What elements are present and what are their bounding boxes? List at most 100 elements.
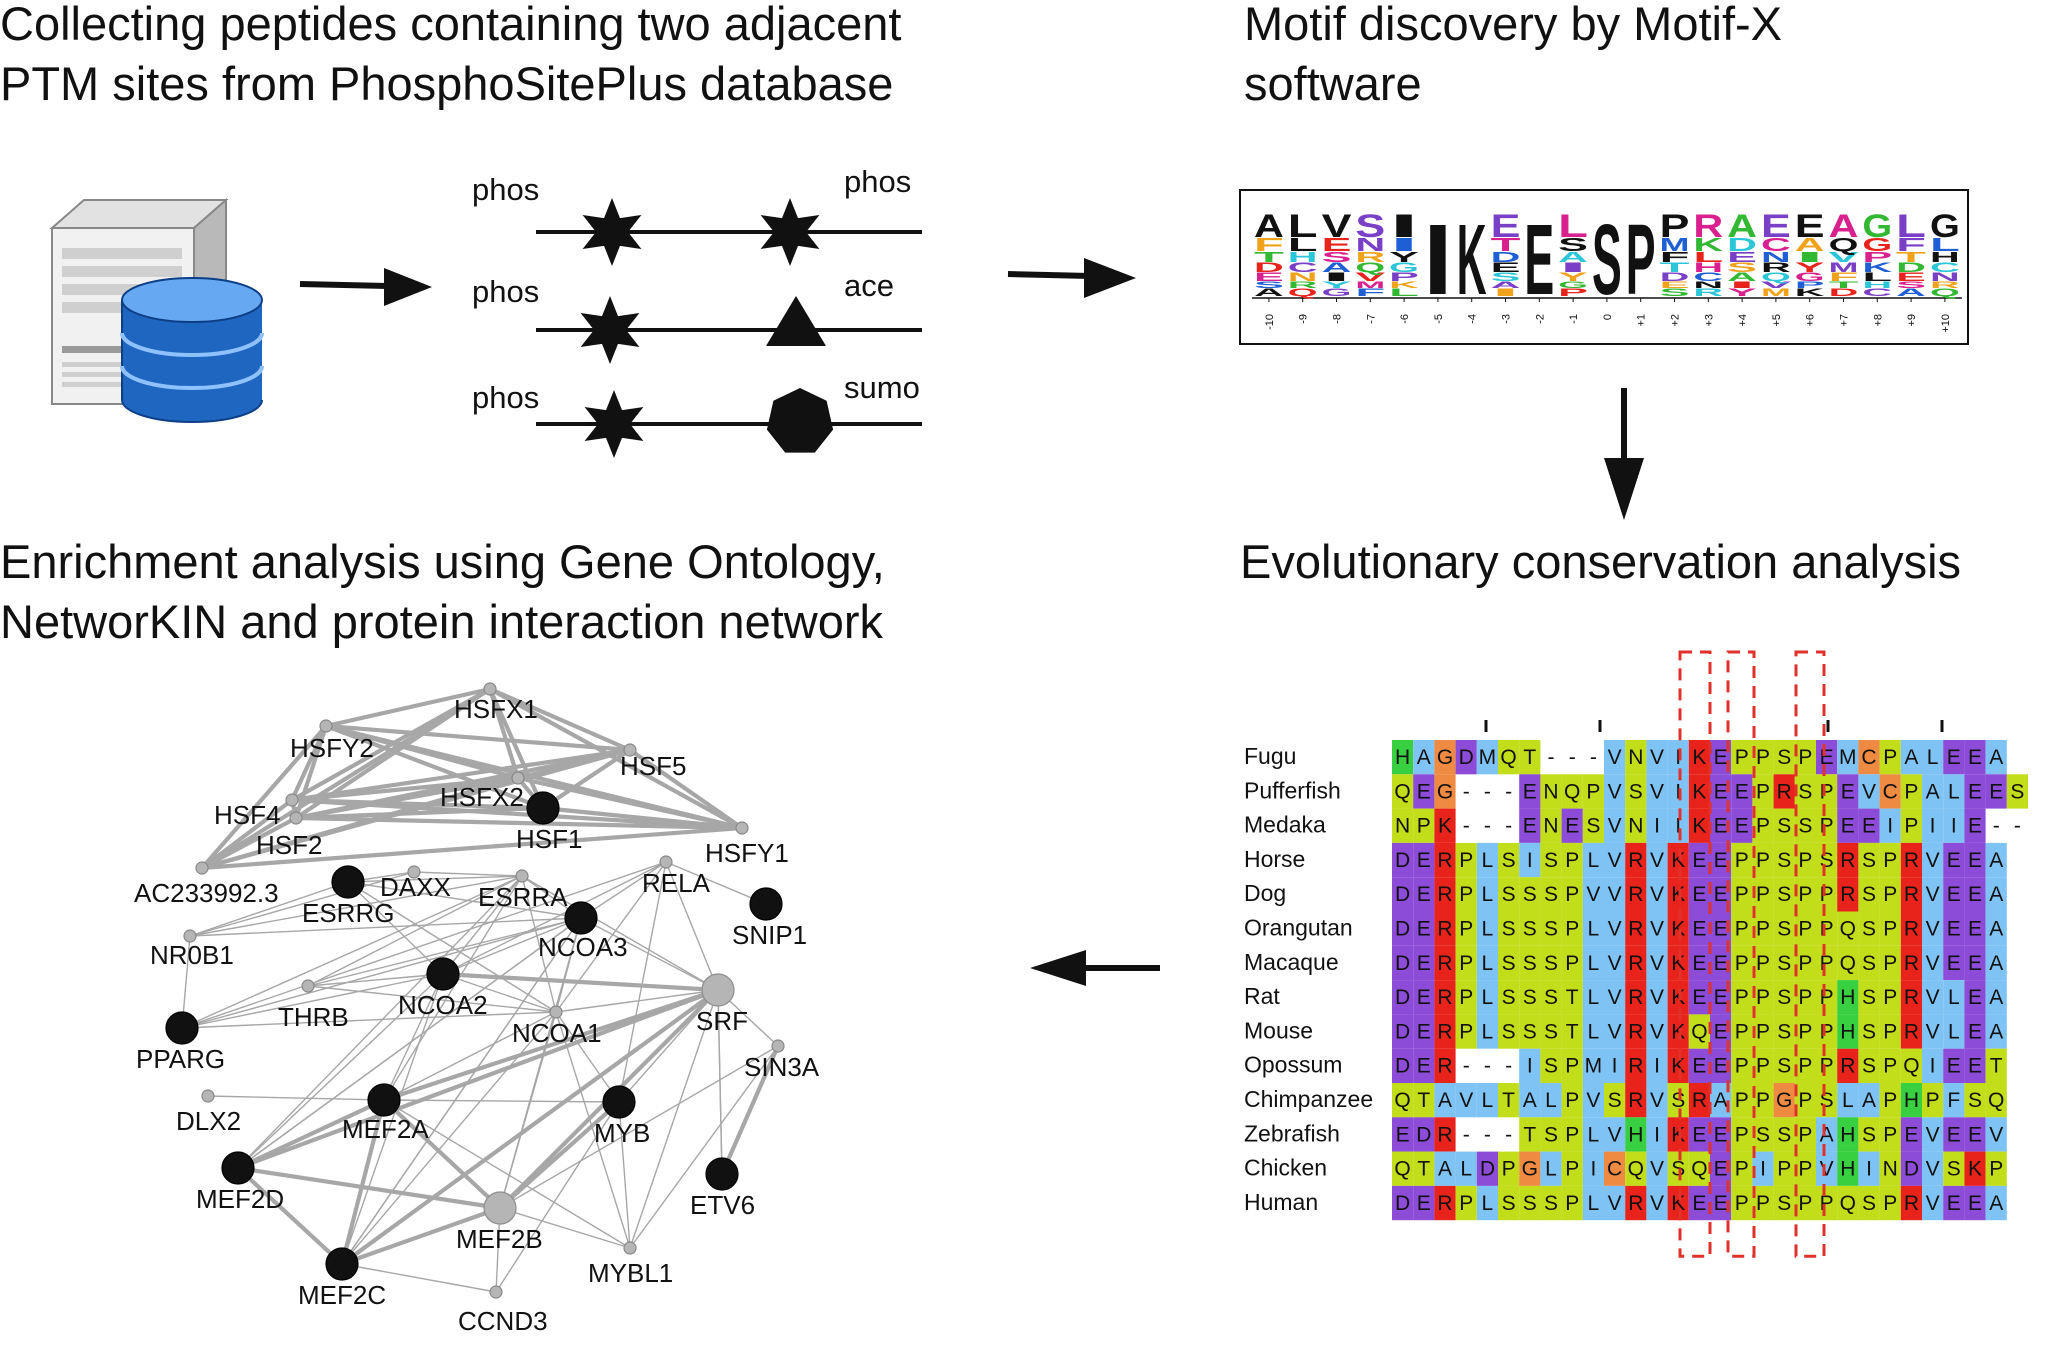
residue-letter: P: [1565, 849, 1579, 872]
residue-cell: [1476, 1014, 1498, 1049]
residue-letter: A: [1989, 1020, 2003, 1043]
network-node: AC233992.3: [134, 861, 279, 908]
residue-letter: I: [1930, 815, 1936, 838]
residue-cell: [1625, 911, 1647, 946]
residue-cell: [1837, 1151, 1859, 1186]
motif-minor-letter: K: [1862, 260, 1893, 275]
residue-cell: [1519, 877, 1541, 912]
residue-letter: T: [1523, 746, 1536, 769]
residue-cell: [1773, 1048, 1795, 1083]
residue-cell: [1710, 1014, 1732, 1049]
residue-letter: S: [1968, 1089, 1982, 1112]
residue-cell: [1773, 911, 1795, 946]
network-edge: [289, 797, 745, 831]
residue-letter: V: [1926, 1123, 1940, 1146]
residue-cell: [1922, 1014, 1944, 1049]
motif-top-letter: G: [1930, 208, 1960, 244]
residue-cell: [1413, 740, 1435, 775]
network-node: ESRRA: [478, 869, 568, 912]
residue-letter: R: [1437, 918, 1452, 941]
residue-cell: [1858, 877, 1880, 912]
motif-top-letter: G: [1862, 208, 1892, 244]
residue-letter: S: [1862, 883, 1876, 906]
residue-letter: E: [1947, 746, 1961, 769]
residue-cell: [1498, 980, 1520, 1015]
residue-letter: S: [1862, 1020, 1876, 1043]
network-edge: [339, 1205, 503, 1267]
network-node: NCOA1: [512, 1005, 602, 1048]
residue-cell: [1858, 774, 1880, 809]
residue-letter: N: [1543, 815, 1558, 838]
node-marker: [367, 1083, 401, 1117]
node-marker: [701, 973, 735, 1007]
residue-letter: -: [1505, 815, 1512, 838]
residue-letter: P: [1735, 849, 1749, 872]
residue-cell: [1582, 877, 1604, 912]
residue-letter: S: [1777, 1123, 1791, 1146]
residue-letter: V: [1989, 1123, 2003, 1146]
residue-letter: V: [1926, 986, 1940, 1009]
residue-letter: A: [1926, 780, 1940, 803]
residue-letter: E: [1714, 1192, 1728, 1215]
motif-minor-letter: A: [1896, 287, 1927, 299]
residue-letter: N: [1883, 1158, 1898, 1181]
node-marker: [325, 1247, 359, 1281]
motif-top-letter: A: [1829, 208, 1859, 244]
residue-letter: E: [1714, 1020, 1728, 1043]
motif-minor-letter: D: [1660, 270, 1691, 284]
residue-letter: H: [1395, 746, 1410, 769]
residue-cell: [1900, 774, 1922, 809]
residue-letter: E: [1968, 1123, 1982, 1146]
right-triangle-icon: [766, 296, 826, 346]
node-label: NCOA3: [538, 932, 628, 962]
residue-cell: [1816, 1151, 1838, 1186]
residue-cell: [1731, 808, 1753, 843]
residue-cell: [1646, 1048, 1668, 1083]
residue-cell: [1794, 842, 1816, 878]
residue-cell: [1519, 1014, 1541, 1049]
conserved-site-highlight: [1794, 650, 1826, 1258]
residue-cell: [1688, 980, 1710, 1015]
residue-letter: S: [1777, 883, 1791, 906]
residue-cell: [1604, 911, 1626, 946]
network-edge: [307, 973, 444, 987]
residue-letter: L: [1948, 1020, 1960, 1043]
ptm-left-label: phos: [472, 172, 539, 207]
motif-minor-letter: H: [1930, 250, 1960, 266]
residue-cell: [1540, 945, 1562, 981]
residue-cell: [1794, 808, 1816, 843]
network-edge: [499, 1207, 631, 1249]
residue-letter: Q: [1840, 1192, 1856, 1215]
motif-minor-letter: E: [1727, 250, 1757, 266]
residue-cell: [1752, 1014, 1774, 1049]
node-label: HSFX1: [454, 694, 538, 724]
residue-letter: S: [1798, 780, 1812, 803]
residue-cell: [1434, 877, 1456, 912]
residue-cell: [1625, 1014, 1647, 1049]
network-edge: [540, 805, 745, 831]
residue-letter: V: [1608, 1123, 1622, 1146]
residue-cell: [1476, 945, 1498, 981]
residue-cell: [1498, 1083, 1520, 1118]
network-node: DLX2: [176, 1089, 241, 1136]
residue-letter: G: [1437, 746, 1453, 769]
motif-minor-letter: P: [1862, 250, 1892, 266]
residue-cell: [1540, 877, 1562, 912]
residue-cell: [1731, 842, 1753, 878]
residue-letter: P: [1756, 1089, 1770, 1112]
residue-letter: I: [1527, 1055, 1533, 1078]
residue-letter: N: [1628, 815, 1643, 838]
residue-letter: -: [1463, 1123, 1470, 1146]
residue-cell: [1900, 1083, 1922, 1118]
residue-cell: [1434, 1014, 1456, 1049]
residue-cell: [1582, 1185, 1604, 1221]
motif-position-label: -4: [1467, 314, 1479, 324]
motif-minor-letter: P: [1558, 287, 1588, 299]
residue-cell: [1943, 1151, 1965, 1186]
residue-cell: [1879, 911, 1901, 946]
residue-letter: P: [1798, 1192, 1812, 1215]
residue-cell: [1879, 1083, 1901, 1118]
residue-cell: [1646, 1151, 1668, 1186]
residue-letter: P: [1735, 1089, 1749, 1112]
residue-cell: [1794, 877, 1816, 912]
